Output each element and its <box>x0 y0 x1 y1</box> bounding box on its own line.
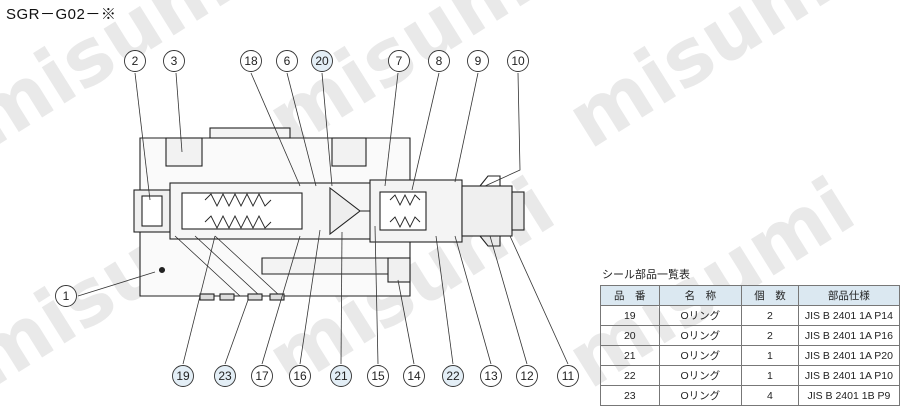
callout-3: 3 <box>163 50 185 72</box>
cell-part-no: 19 <box>600 305 660 326</box>
callout-19-label: 19 <box>176 369 190 383</box>
header-part-no: 品 番 <box>600 285 660 306</box>
callout-19: 19 <box>172 365 194 387</box>
callout-10-label: 10 <box>511 54 525 68</box>
table-row: 19 Oリング 2 JIS B 2401 1A P14 <box>600 305 900 326</box>
callout-16-label: 16 <box>293 369 307 383</box>
cell-spec: JIS B 2401 1A P10 <box>797 365 900 386</box>
callout-8-label: 8 <box>436 54 443 68</box>
callout-9: 9 <box>467 50 489 72</box>
callout-18-label: 18 <box>244 54 258 68</box>
cell-name: Oリング <box>658 305 743 326</box>
callout-12: 12 <box>516 365 538 387</box>
cell-name: Oリング <box>658 385 743 406</box>
callout-22: 22 <box>442 365 464 387</box>
callout-12-label: 12 <box>520 369 534 383</box>
callout-14-label: 14 <box>407 369 421 383</box>
cell-part-no: 20 <box>600 325 660 346</box>
callout-6-label: 6 <box>284 54 291 68</box>
callout-15: 15 <box>367 365 389 387</box>
cell-quantity: 1 <box>741 345 799 366</box>
callout-11-label: 11 <box>562 369 575 383</box>
callout-13: 13 <box>480 365 502 387</box>
callout-13-label: 13 <box>484 369 498 383</box>
callout-7: 7 <box>388 50 410 72</box>
cell-quantity: 2 <box>741 305 799 326</box>
cell-name: Oリング <box>658 365 743 386</box>
callout-20: 20 <box>311 50 333 72</box>
callout-22-label: 22 <box>446 369 460 383</box>
callout-11: 11 <box>557 365 579 387</box>
table-row: 21 Oリング 1 JIS B 2401 1A P20 <box>600 345 900 366</box>
header-quantity: 個 数 <box>741 285 799 306</box>
valve-body <box>133 127 525 301</box>
table-row: 20 Oリング 2 JIS B 2401 1A P16 <box>600 325 900 346</box>
callout-14: 14 <box>403 365 425 387</box>
table-row: 23 Oリング 4 JIS B 2401 1B P9 <box>600 385 900 406</box>
seal-parts-table: 品 番 名 称 個 数 部品仕様 19 Oリング 2 JIS B 2401 1A… <box>600 285 900 406</box>
cell-spec: JIS B 2401 1A P20 <box>797 345 900 366</box>
cell-part-no: 23 <box>600 385 660 406</box>
callout-10: 10 <box>507 50 529 72</box>
table-row: 22 Oリング 1 JIS B 2401 1A P10 <box>600 365 900 386</box>
part-callouts: 1 2 3 18 6 20 7 8 9 10 19 23 17 16 21 15… <box>55 50 579 387</box>
callout-21-label: 21 <box>334 369 348 383</box>
seal-table-title: シール部品一覧表 <box>602 269 690 281</box>
callout-6: 6 <box>276 50 298 72</box>
header-spec: 部品仕様 <box>797 285 900 306</box>
cell-quantity: 4 <box>741 385 799 406</box>
cell-part-no: 22 <box>600 365 660 386</box>
callout-3-label: 3 <box>171 54 178 68</box>
leader-lines <box>77 72 569 365</box>
callout-9-label: 9 <box>475 54 482 68</box>
callout-7-label: 7 <box>396 54 403 68</box>
cell-name: Oリング <box>658 325 743 346</box>
callout-1: 1 <box>55 285 77 307</box>
callout-23-label: 23 <box>218 369 232 383</box>
callout-16: 16 <box>289 365 311 387</box>
callout-17-label: 17 <box>255 369 269 383</box>
callout-20-label: 20 <box>315 54 329 68</box>
callout-17: 17 <box>251 365 273 387</box>
callout-2: 2 <box>124 50 146 72</box>
cell-name: Oリング <box>658 345 743 366</box>
callout-8: 8 <box>428 50 450 72</box>
callout-1-label: 1 <box>63 289 70 303</box>
watermark-text-3: misumi <box>552 0 869 166</box>
cell-part-no: 21 <box>600 345 660 366</box>
header-name: 名 称 <box>658 285 743 306</box>
callout-2-label: 2 <box>132 54 139 68</box>
cell-spec: JIS B 2401 1B P9 <box>797 385 900 406</box>
callout-15-label: 15 <box>371 369 385 383</box>
cell-quantity: 1 <box>741 365 799 386</box>
cell-spec: JIS B 2401 1A P16 <box>797 325 900 346</box>
drawing-title: SGR－G02－※ <box>6 6 117 23</box>
callout-23: 23 <box>214 365 236 387</box>
cell-spec: JIS B 2401 1A P14 <box>797 305 900 326</box>
cell-quantity: 2 <box>741 325 799 346</box>
callout-18: 18 <box>240 50 262 72</box>
table-header-row: 品 番 名 称 個 数 部品仕様 <box>600 285 900 306</box>
callout-21: 21 <box>330 365 352 387</box>
